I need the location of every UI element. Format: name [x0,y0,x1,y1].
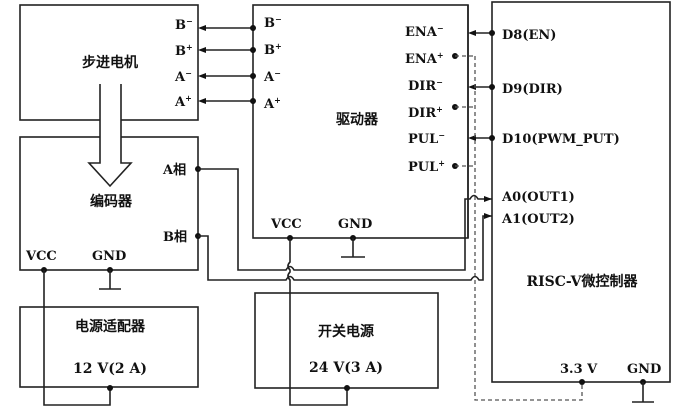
power-wires [41,235,654,406]
mcu-pin-3v3: 3.3 V [560,362,598,377]
driver-pin-ena-minus: ENA− [405,23,444,40]
driver-pin-gnd: GND [338,217,372,232]
encoder-signal-wires [195,166,492,281]
encoder-pin-a-phase: A相 [162,162,186,178]
encoder-pin-labels: A相 B相 VCC GND [25,162,187,264]
mcu-title: RISC-V微控制器 [526,273,638,290]
arrow-icon [468,135,476,141]
switch-psu-title: 开关电源 [318,323,374,340]
motor-pin-b-plus: B+ [175,42,193,59]
mcu-pin-a0: A0(OUT1) [501,190,575,205]
driver-title: 驱动器 [336,111,379,128]
arrow-icon [484,196,492,202]
driver-pin-b-minus: B− [264,14,282,31]
driver-left-pin-labels: B− B+ A− A+ [263,14,282,112]
motor-pin-a-plus: A+ [174,93,192,110]
mcu-pin-gnd: GND [627,362,661,377]
stepper-motor-title: 步进电机 [82,54,138,71]
mcu-pin-d8: D8(EN) [502,28,556,43]
encoder-coupling-arrow-icon [87,84,133,188]
motor-pin-labels: B− B+ A− A+ [174,16,193,110]
motor-driver-wires [198,25,256,104]
encoder-pin-vcc: VCC [25,249,57,264]
arrow-icon [198,47,206,53]
driver-pin-dir-minus: DIR− [408,77,443,94]
mcu-pin-d9: D9(DIR) [502,82,563,97]
arrow-icon [198,25,206,31]
arrow-icon [198,73,206,79]
power-adapter-block: 电源适配器 12 V(2 A) [19,306,199,388]
arrow-icon [468,30,476,36]
driver-right-pin-labels: ENA− ENA+ DIR− DIR+ PUL− PUL+ VCC GND [270,23,445,232]
power-adapter-title: 电源适配器 [75,318,146,335]
mcu-pin-a1: A1(OUT2) [501,212,575,227]
driver-pin-b-plus: B+ [264,41,282,58]
switch-psu-rating: 24 V(3 A) [309,360,383,376]
driver-pin-pul-minus: PUL− [408,130,445,147]
driver-pin-ena-plus: ENA+ [405,50,444,67]
encoder-pin-b-phase: B相 [163,229,187,245]
mcu-pin-labels: D8(EN) D9(DIR) D10(PWM_PUT) A0(OUT1) A1(… [501,28,661,377]
motor-pin-b-minus: B− [175,16,193,33]
arrow-icon [468,84,476,90]
encoder-title: 编码器 [90,193,133,210]
driver-block: 驱动器 [252,4,469,239]
driver-pin-vcc: VCC [270,217,302,232]
driver-pin-a-minus: A− [263,68,281,85]
arrow-icon [484,213,492,219]
switch-psu-block: 开关电源 24 V(3 A) [254,292,439,389]
motor-pin-a-minus: A− [174,68,192,85]
driver-pin-a-plus: A+ [263,95,281,112]
power-adapter-rating: 12 V(2 A) [73,361,147,377]
driver-pin-pul-plus: PUL+ [408,158,445,175]
arrow-icon [198,98,206,104]
mcu-pin-d10: D10(PWM_PUT) [502,132,620,147]
mcu-block: RISC-V微控制器 [491,1,671,383]
encoder-pin-gnd: GND [92,249,126,264]
driver-pin-dir-plus: DIR+ [408,104,443,121]
